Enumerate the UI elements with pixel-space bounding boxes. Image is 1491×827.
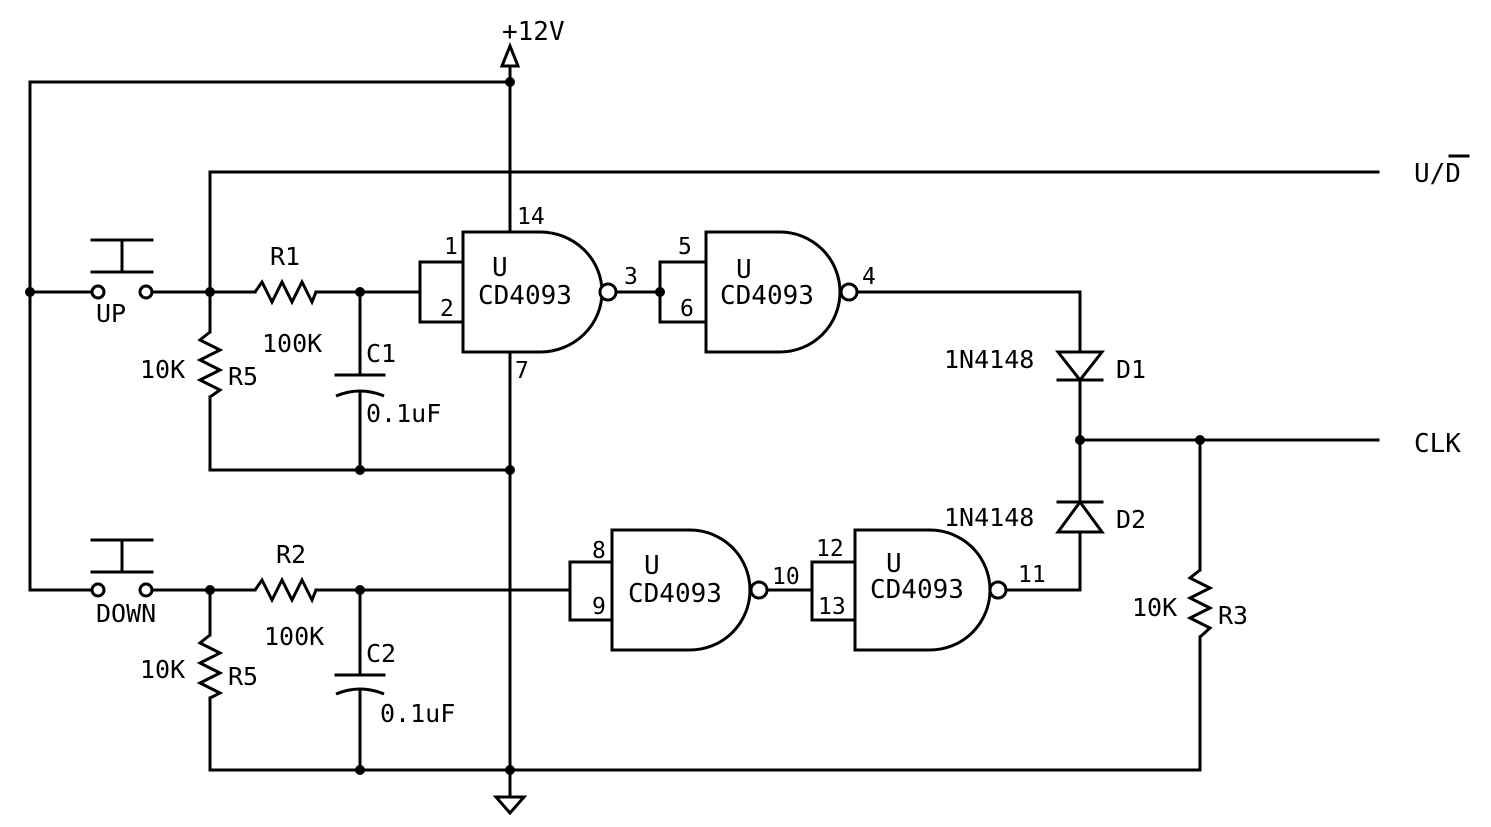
nand-gate-4: U CD4093 12 13 11 — [816, 528, 1046, 652]
resistor-r5-lower: 10K R5 — [140, 633, 258, 700]
resistor-r5-lower-ref: R5 — [228, 662, 258, 691]
resistor-r3-ref: R3 — [1218, 601, 1248, 630]
nand-gate-3: U CD4093 8 9 10 — [592, 528, 800, 652]
power-supply-symbol: +12V — [499, 17, 565, 68]
capacitor-c1-ref: C1 — [366, 339, 396, 368]
resistor-r1-value: 100K — [262, 329, 322, 358]
diode-d1-ref: D1 — [1116, 355, 1146, 384]
resistor-r5-upper-value: 10K — [140, 355, 185, 384]
diode-d2: 1N4148 D2 — [944, 499, 1146, 534]
resistor-r2-value: 100K — [264, 622, 324, 651]
gate-1-pin-vss: 7 — [515, 358, 529, 384]
wires — [28, 64, 1380, 799]
resistor-r5-upper: 10K R5 — [140, 330, 258, 399]
gate-2-pin-b: 6 — [680, 296, 694, 322]
gate-1-part: CD4093 — [478, 281, 572, 311]
resistor-r1-ref: R1 — [270, 242, 300, 271]
diode-d2-ref: D2 — [1116, 505, 1146, 534]
nand-gate-1: U CD4093 1 2 3 14 7 — [440, 204, 638, 384]
capacitor-c2-value: 0.1uF — [380, 699, 455, 728]
switch-down-label: DOWN — [96, 599, 156, 628]
gate-1-pin-out: 3 — [624, 264, 638, 290]
nand-gate-2: U CD4093 5 6 4 — [678, 230, 876, 354]
diode-d1: 1N4148 D1 — [944, 345, 1146, 384]
gate-2-unit: U — [736, 255, 752, 285]
diode-d1-part: 1N4148 — [944, 345, 1034, 374]
gate-1-pin-vdd: 14 — [517, 204, 545, 230]
diode-d2-part: 1N4148 — [944, 503, 1034, 532]
capacitor-c1-value: 0.1uF — [366, 399, 441, 428]
resistor-r5-lower-value: 10K — [140, 655, 185, 684]
switch-down: DOWN — [90, 538, 156, 628]
supply-label: +12V — [502, 17, 565, 47]
net-label-updown: U/D — [1414, 159, 1461, 189]
gate-3-pin-b: 9 — [592, 594, 606, 620]
gate-3-unit: U — [644, 551, 660, 581]
resistor-r5-upper-ref: R5 — [228, 362, 258, 391]
gate-2-pin-a: 5 — [678, 234, 692, 260]
resistor-r1: R1 100K — [253, 242, 322, 358]
capacitor-c2-ref: C2 — [366, 639, 396, 668]
gate-4-pin-b: 13 — [818, 594, 846, 620]
resistor-r3: 10K R3 — [1132, 568, 1248, 639]
gate-1-pin-b: 2 — [440, 296, 454, 322]
resistor-r3-value: 10K — [1132, 593, 1177, 622]
switch-up-label: UP — [96, 299, 126, 328]
capacitor-c2: C2 0.1uF — [334, 639, 455, 728]
switch-up: UP — [90, 238, 154, 328]
junction-dots — [25, 77, 1205, 775]
gate-4-part: CD4093 — [870, 575, 964, 605]
gate-4-pin-out: 11 — [1018, 562, 1046, 588]
capacitor-c1: C1 0.1uF — [334, 339, 441, 428]
gate-2-part: CD4093 — [720, 281, 814, 311]
resistor-r2: R2 100K — [253, 540, 324, 651]
gate-2-pin-out: 4 — [862, 264, 876, 290]
gate-1-pin-a: 1 — [444, 234, 458, 260]
gate-4-pin-a: 12 — [816, 536, 844, 562]
ground-symbol — [492, 795, 528, 816]
gate-1-unit: U — [492, 253, 508, 283]
gate-4-unit: U — [886, 549, 902, 579]
gate-3-pin-a: 8 — [592, 538, 606, 564]
gate-3-part: CD4093 — [628, 579, 722, 609]
net-label-clk: CLK — [1414, 429, 1461, 459]
gate-3-pin-out: 10 — [772, 564, 800, 590]
resistor-r2-ref: R2 — [276, 540, 306, 569]
